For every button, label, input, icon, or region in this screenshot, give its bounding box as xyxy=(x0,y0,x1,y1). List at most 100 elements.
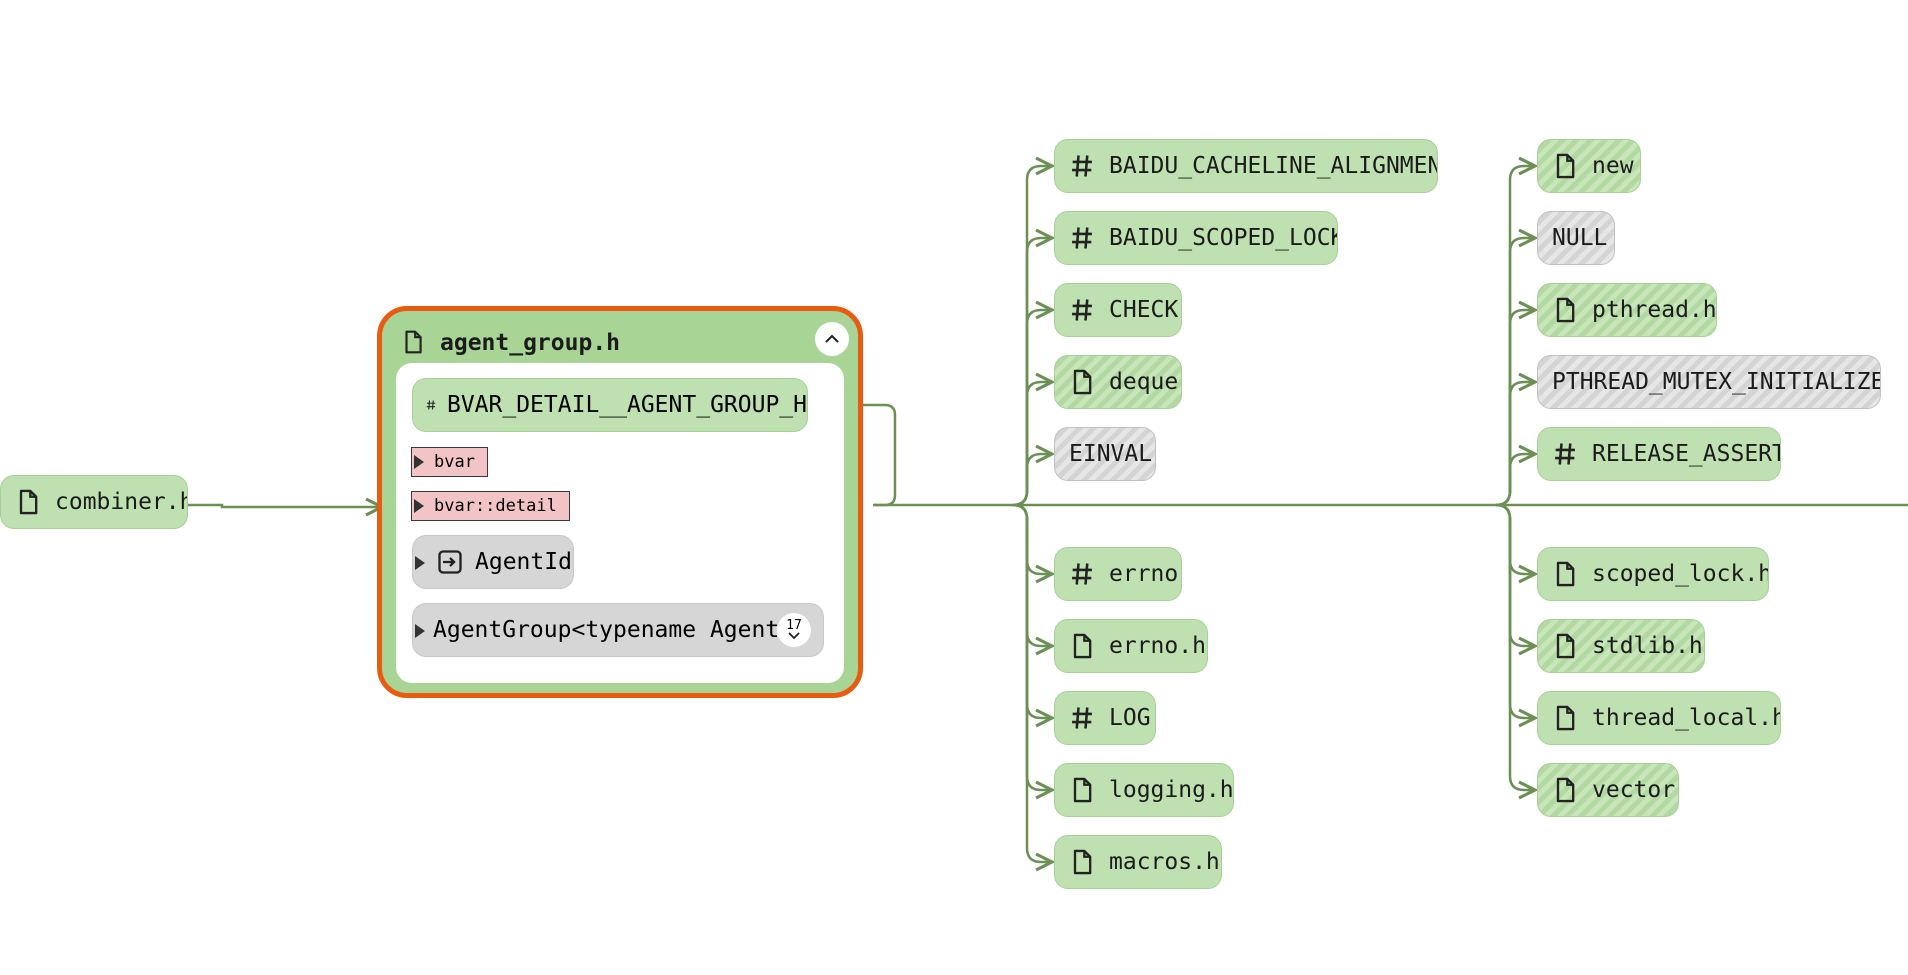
edge-col1-9 xyxy=(1012,503,1052,862)
class-agent-id[interactable]: AgentId xyxy=(412,535,574,589)
namespace-bvar[interactable]: bvar xyxy=(411,447,488,477)
node-label: CHECK xyxy=(1109,297,1179,323)
expand-triangle-icon[interactable] xyxy=(415,624,425,638)
node-thread-local-h[interactable]: thread_local.h xyxy=(1537,691,1781,745)
edge-col2-2 xyxy=(1495,310,1535,507)
file-icon xyxy=(1550,631,1580,661)
node-scoped-lock-h[interactable]: scoped_lock.h xyxy=(1537,547,1769,601)
edge-col1-7 xyxy=(1012,503,1052,718)
class-label: AgentGroup<typename Agent> xyxy=(433,617,794,643)
edge-col2-7 xyxy=(1495,503,1535,718)
expand-triangle-icon[interactable] xyxy=(414,455,424,469)
node-macros-h[interactable]: macros.h xyxy=(1054,835,1222,889)
file-icon xyxy=(1067,847,1097,877)
node-label: errno xyxy=(1109,561,1179,587)
node-baidu-scoped-lock[interactable]: BAIDU_SCOPED_LOCK xyxy=(1054,211,1338,265)
edge-col1-2 xyxy=(1012,310,1052,507)
hash-icon xyxy=(1067,559,1097,589)
group-agent-group-h[interactable]: agent_group.h BVAR_DETAIL__AGENT_GROUP_H… xyxy=(377,306,863,698)
node-label: LOG xyxy=(1109,705,1151,731)
node-label: macros.h xyxy=(1109,849,1220,875)
node-label: pthread.h xyxy=(1592,297,1717,323)
hash-icon xyxy=(425,390,437,420)
node-vector[interactable]: vector xyxy=(1537,763,1679,817)
node-stdlib-h[interactable]: stdlib.h xyxy=(1537,619,1705,673)
edge-col1-0 xyxy=(1012,166,1052,507)
node-logging-h[interactable]: logging.h xyxy=(1054,763,1234,817)
file-icon xyxy=(1067,631,1097,661)
node-label: PTHREAD_MUTEX_INITIALIZER xyxy=(1552,369,1881,395)
file-icon xyxy=(400,329,428,357)
node-einval[interactable]: EINVAL xyxy=(1054,427,1156,481)
edge-col2-4 xyxy=(1495,454,1535,507)
group-title: agent_group.h xyxy=(400,321,620,365)
node-errno[interactable]: errno xyxy=(1054,547,1182,601)
namespace-label: bvar xyxy=(434,452,475,472)
edge-col2-1 xyxy=(1495,238,1535,507)
node-baidu-cacheline-alignment[interactable]: BAIDU_CACHELINE_ALIGNMENT xyxy=(1054,139,1438,193)
edge-col1-4 xyxy=(1012,454,1052,507)
group-contents: BVAR_DETAIL__AGENT_GROUP_H bvar bvar::de… xyxy=(396,363,844,683)
file-icon xyxy=(1550,559,1580,589)
class-agent-group[interactable]: AgentGroup<typename Agent> xyxy=(412,603,824,657)
node-label: BAIDU_SCOPED_LOCK xyxy=(1109,225,1338,251)
namespace-bvar-detail[interactable]: bvar::detail xyxy=(411,491,570,521)
node-label: BAIDU_CACHELINE_ALIGNMENT xyxy=(1109,153,1438,179)
edge-col2-8 xyxy=(1495,503,1535,790)
member-count: 17 xyxy=(786,618,802,633)
hash-icon xyxy=(1067,295,1097,325)
node-label: deque xyxy=(1109,369,1179,395)
file-icon xyxy=(1067,775,1097,805)
file-icon xyxy=(1550,775,1580,805)
edge-col1-1 xyxy=(1012,238,1052,507)
node-null[interactable]: NULL xyxy=(1537,211,1615,265)
hash-icon xyxy=(1067,703,1097,733)
namespace-label: bvar::detail xyxy=(434,496,557,516)
file-icon xyxy=(1067,367,1097,397)
node-label: NULL xyxy=(1552,225,1608,251)
file-icon xyxy=(1550,295,1580,325)
node-pthread-h[interactable]: pthread.h xyxy=(1537,283,1717,337)
node-pthread-mutex-initializer[interactable]: PTHREAD_MUTEX_INITIALIZER xyxy=(1537,355,1881,409)
node-label: combiner.h xyxy=(55,489,188,515)
edge-col2-6 xyxy=(1495,503,1535,646)
class-label: AgentId xyxy=(475,549,572,575)
node-combiner-h[interactable]: combiner.h xyxy=(0,475,188,529)
hash-icon xyxy=(1550,439,1580,469)
macro-bvar-detail-agent-group-h[interactable]: BVAR_DETAIL__AGENT_GROUP_H xyxy=(412,378,808,432)
node-label: errno.h xyxy=(1109,633,1206,659)
node-check[interactable]: CHECK xyxy=(1054,283,1182,337)
node-label: logging.h xyxy=(1109,777,1234,803)
node-new[interactable]: new xyxy=(1537,139,1641,193)
chevron-down-icon xyxy=(788,632,800,640)
hash-icon xyxy=(1067,151,1097,181)
node-release-assert[interactable]: RELEASE_ASSERT xyxy=(1537,427,1781,481)
edge-col1-8 xyxy=(1012,503,1052,790)
node-label: EINVAL xyxy=(1069,441,1153,467)
node-label: new xyxy=(1592,153,1634,179)
macro-label: BVAR_DETAIL__AGENT_GROUP_H xyxy=(446,392,807,418)
edge-col2-0 xyxy=(1495,166,1535,507)
group-title-label: agent_group.h xyxy=(440,330,621,356)
file-icon xyxy=(13,487,43,517)
collapse-button[interactable] xyxy=(815,322,849,356)
expand-triangle-icon[interactable] xyxy=(415,556,425,570)
edge-combiner-to-group xyxy=(188,505,382,507)
expand-triangle-icon[interactable] xyxy=(414,499,424,513)
member-count-badge[interactable]: 17 xyxy=(777,613,811,647)
edge-col1-5 xyxy=(1012,503,1052,574)
node-label: stdlib.h xyxy=(1592,633,1703,659)
node-label: vector xyxy=(1592,777,1676,803)
edge-col1-3 xyxy=(1012,382,1052,507)
node-label: scoped_lock.h xyxy=(1592,561,1769,587)
file-icon xyxy=(1550,151,1580,181)
node-label: thread_local.h xyxy=(1592,705,1781,731)
enter-icon xyxy=(435,547,465,577)
node-log[interactable]: LOG xyxy=(1054,691,1156,745)
node-errno-h[interactable]: errno.h xyxy=(1054,619,1208,673)
edge-col2-3 xyxy=(1495,382,1535,507)
node-deque[interactable]: deque xyxy=(1054,355,1182,409)
edge-col1-6 xyxy=(1012,503,1052,646)
file-icon xyxy=(1550,703,1580,733)
edge-col2-5 xyxy=(1495,503,1535,574)
